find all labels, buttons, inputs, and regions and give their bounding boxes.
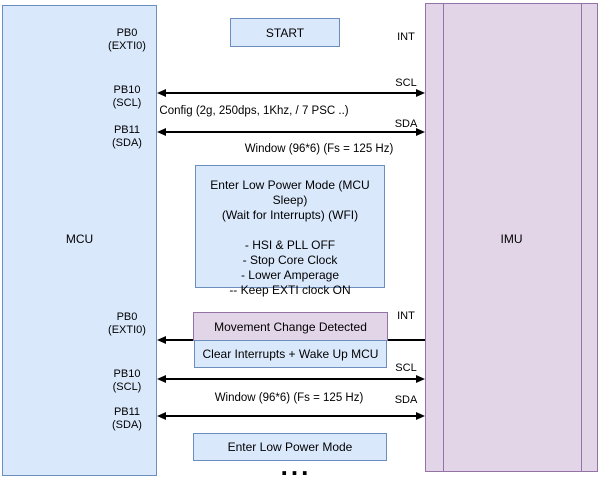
start-label: START: [265, 25, 305, 40]
bus-label-int-bottom: INT: [397, 310, 415, 322]
sleep-line: Enter Low Power Mode (MCU Sleep): [210, 178, 370, 207]
imu-label: IMU: [500, 232, 523, 246]
mcu-box: MCU: [2, 5, 157, 476]
arrowhead-right-icon: [416, 375, 425, 383]
movement-detected-box: Movement Change Detected: [193, 312, 388, 341]
pin-name: PB11: [113, 406, 141, 418]
pin-label-pb0-bottom: PB0 (EXTI0): [99, 311, 155, 337]
pin-label-pb11-bottom: PB11 (SDA): [99, 406, 155, 432]
bus-label-scl-top: SCL: [395, 77, 417, 89]
continuation-ellipsis: ...: [280, 451, 312, 481]
clear-interrupts-box: Clear Interrupts + Wake Up MCU: [194, 340, 387, 368]
sleep-line: [196, 223, 384, 238]
arrowhead-left-icon: [157, 128, 166, 136]
config-message-label: Config (2g, 250dps, 1Khz, / 7 PSC ..): [159, 105, 349, 117]
imu-box: IMU: [425, 3, 598, 472]
start-box: START: [230, 18, 340, 47]
mcu-label: MCU: [65, 232, 94, 246]
imu-inner-rail-left: [443, 4, 444, 471]
sda-bottom-line: [166, 415, 416, 417]
clear-interrupts-label: Clear Interrupts + Wake Up MCU: [202, 347, 379, 361]
pin-name: PB10: [113, 368, 141, 380]
arrowhead-right-icon: [416, 89, 425, 97]
sleep-line: - HSI & PLL OFF: [244, 238, 336, 252]
pin-function: (SCL): [112, 97, 142, 109]
pin-function: (EXTI0): [108, 324, 146, 336]
sleep-line: - Stop Core Clock: [242, 253, 338, 267]
arrowhead-left-icon: [157, 375, 166, 383]
bus-label-scl-bottom: SCL: [395, 362, 417, 374]
movement-detected-label: Movement Change Detected: [214, 319, 367, 334]
pin-label-pb0-top: PB0 (EXTI0): [99, 27, 155, 53]
enter-low-power-label: Enter Low Power Mode: [227, 440, 353, 454]
sleep-line: -- Keep EXTI clock ON: [229, 283, 351, 297]
pin-name: PB10: [113, 84, 141, 96]
sleep-line: - Lower Amperage: [240, 268, 340, 282]
sleep-line: (Wait for Interrupts) (WFI): [221, 208, 359, 222]
window-message-label-bottom: Window (96*6) (Fs = 125 Hz): [214, 392, 364, 404]
arrowhead-left-icon: [157, 89, 166, 97]
enter-low-power-box: Enter Low Power Mode: [193, 433, 387, 461]
low-power-sleep-box: Enter Low Power Mode (MCU Sleep) (Wait f…: [195, 165, 385, 297]
pin-name: PB11: [113, 124, 141, 136]
pin-label-pb11-top: PB11 (SDA): [99, 124, 155, 150]
scl-top-line: [166, 92, 416, 94]
scl-bottom-line: [166, 378, 416, 380]
pin-name: PB0: [116, 311, 138, 323]
imu-inner-rail-right: [581, 4, 582, 471]
arrowhead-left-icon: [157, 336, 166, 344]
pin-label-pb10-bottom: PB10 (SCL): [99, 368, 155, 394]
bus-label-int-top: INT: [397, 31, 415, 43]
arrowhead-left-icon: [157, 412, 166, 420]
pin-label-pb10-top: PB10 (SCL): [99, 84, 155, 110]
pin-function: (EXTI0): [108, 40, 146, 52]
window-message-label-top: Window (96*6) (Fs = 125 Hz): [244, 143, 394, 155]
pin-name: PB0: [116, 27, 138, 39]
bus-label-sda-top: SDA: [394, 118, 418, 130]
pin-function: (SDA): [112, 137, 142, 149]
arrowhead-right-icon: [416, 412, 425, 420]
pin-function: (SDA): [112, 419, 142, 431]
pin-function: (SCL): [112, 381, 142, 393]
bus-label-sda-bottom: SDA: [394, 394, 418, 406]
sda-top-line: [166, 131, 416, 133]
arrowhead-right-icon: [416, 128, 425, 136]
